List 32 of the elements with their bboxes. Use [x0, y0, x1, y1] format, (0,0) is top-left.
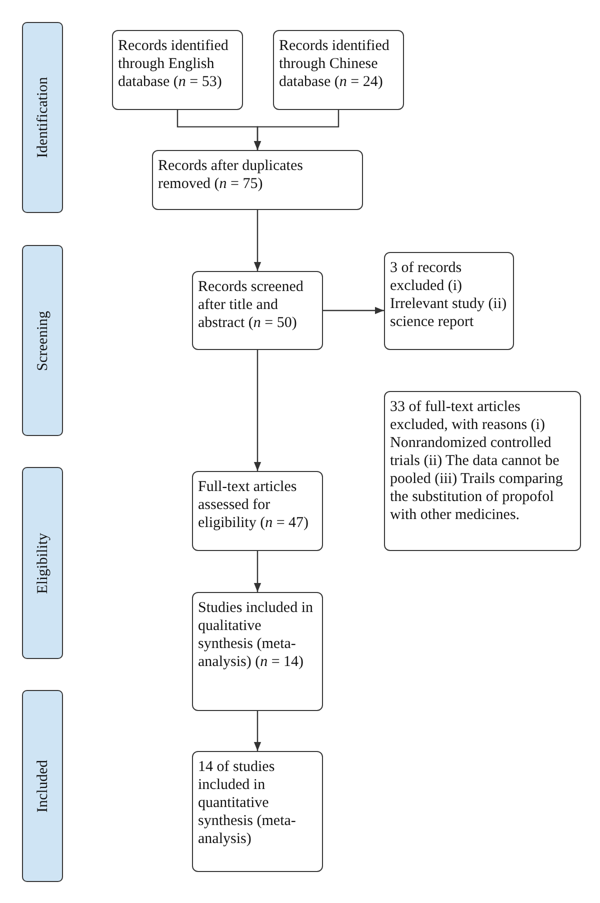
box-text: Records screened after title and abstract (n = 50) — [198, 278, 304, 332]
arrow — [254, 551, 262, 592]
stage-label: Screening — [34, 310, 52, 370]
process-box — [273, 30, 404, 110]
arrow — [254, 350, 262, 471]
arrow — [254, 210, 262, 271]
box-text: 3 of records excluded (i) Irrelevant study (ii) science report — [390, 259, 508, 331]
stage-band — [22, 690, 63, 882]
stage-band — [22, 22, 63, 213]
box-text: Full-text articles assessed for eligibility (n = 47) — [198, 478, 310, 532]
box-text: 33 of full-text articles excluded, with reasons (i) Nonrandomized controlled trials (ii) The data cannot be pooled (iii) Trails comparing the substitution of propofol with other medicines. — [390, 398, 564, 524]
stage-label: Identification — [34, 77, 52, 158]
process-box — [384, 391, 581, 551]
stage-band — [22, 467, 63, 659]
box-text: 14 of studies included in quantitative synthesis (meta-analysis) — [198, 758, 297, 848]
arrow — [323, 306, 384, 314]
process-box — [384, 252, 514, 350]
stage-band — [22, 245, 63, 436]
process-box — [112, 30, 243, 110]
arrow — [254, 711, 262, 751]
process-box — [192, 471, 323, 551]
box-text: Records identified through English database (n = 53) — [118, 37, 230, 91]
box-text: Studies included in qualitative synthesis (meta-analysis) (n = 14) — [198, 599, 314, 671]
arrow — [254, 110, 340, 150]
box-text: Records after duplicates removed (n = 75) — [158, 157, 304, 193]
process-box — [192, 592, 323, 711]
stage-label: Included — [34, 760, 52, 812]
process-box — [192, 271, 323, 350]
process-box — [192, 751, 323, 872]
stage-label: Eligibility — [34, 532, 52, 594]
process-box — [152, 150, 363, 210]
box-text: Records identified through Chinese database (n = 24) — [279, 37, 390, 91]
